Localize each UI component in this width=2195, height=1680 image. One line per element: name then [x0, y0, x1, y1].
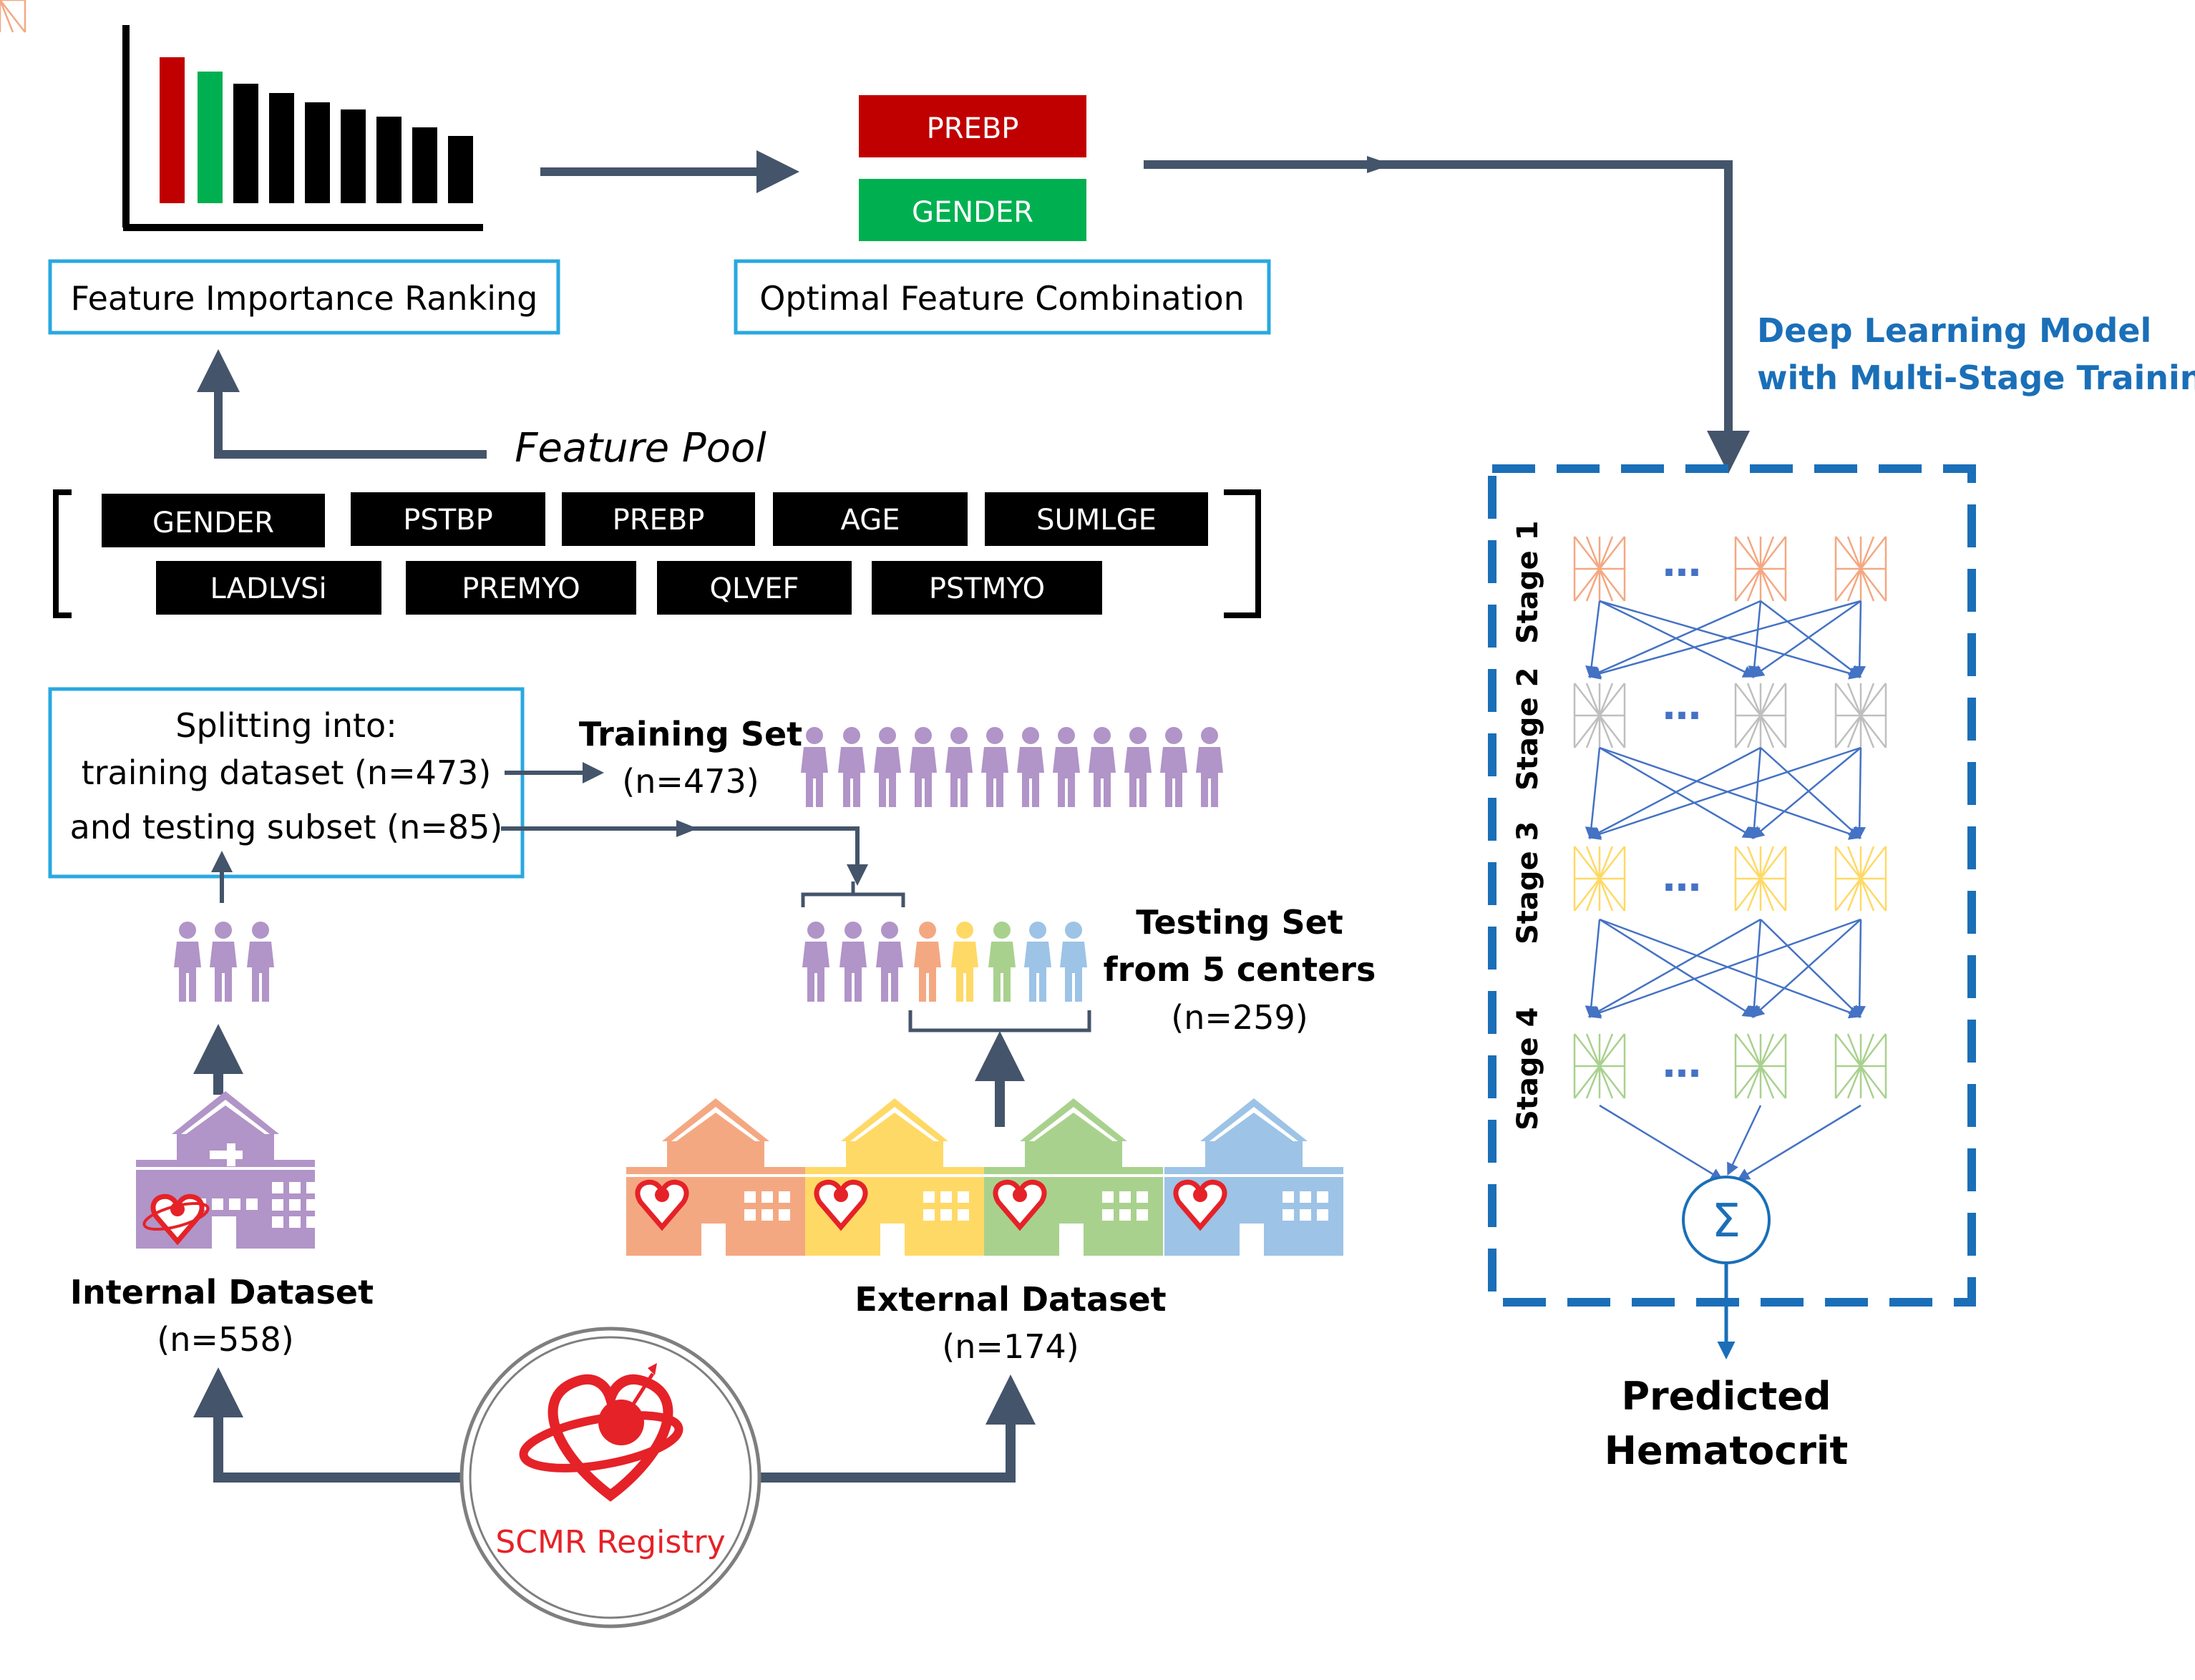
scmr-registry-label: SCMR Registry	[495, 1524, 725, 1561]
optimal-feature-prebp-label: PREBP	[927, 112, 1019, 145]
model-title-line1: Deep Learning Model	[1757, 311, 2151, 350]
stage-labels: Stage 1 Stage 2 Stage 3 Stage 4	[1512, 521, 1544, 1130]
pool-chip-gender: GENDER	[152, 507, 274, 539]
internal-people-icon	[174, 922, 274, 1002]
pool-chip-prebp: PREBP	[613, 504, 705, 537]
testing-set-line1: Testing Set	[1136, 903, 1343, 942]
stage-1-label: Stage 1	[1512, 521, 1544, 644]
model-dashed-frame	[1488, 464, 1976, 1307]
training-set-count: (n=473)	[622, 762, 759, 801]
pool-chip-pstbp: PSTBP	[403, 504, 493, 537]
optimal-combination-box: Optimal Feature Combination	[734, 259, 1271, 335]
stage-2-label: Stage 2	[1512, 668, 1544, 791]
testing-set-count: (n=259)	[1171, 998, 1308, 1037]
internal-dataset-title: Internal Dataset	[70, 1273, 374, 1312]
optimal-feature-gender-label: GENDER	[912, 196, 1033, 229]
arrow-optimal-to-model	[1144, 160, 1750, 474]
splitting-box: Splitting into: training dataset (n=473)…	[48, 687, 525, 879]
optimal-features: PREBP GENDER	[859, 95, 1086, 241]
testing-set-people-icon	[802, 922, 1087, 1002]
testing-subset-brace	[801, 881, 905, 907]
output-line2: Hematocrit	[1605, 1428, 1848, 1473]
pool-chip-age: AGE	[841, 504, 900, 537]
feature-pool-title: Feature Pool	[515, 425, 766, 472]
arrow-registry-to-external	[759, 1374, 1036, 1483]
stage-2-ellipsis: …	[1663, 683, 1701, 728]
splitting-line3: and testing subset (n=85)	[70, 808, 503, 846]
optimal-feature-prebp	[859, 95, 1086, 157]
training-set-title: Training Set	[579, 715, 802, 753]
pool-chip-sumlge: SUMLGE	[1036, 504, 1157, 537]
external-hospital-icons	[626, 1098, 1343, 1256]
rank-bar-green	[198, 72, 223, 203]
training-set-people-icon	[801, 727, 1223, 807]
external-people-brace	[908, 1010, 1091, 1032]
pool-chip-premyo: PREMYO	[462, 572, 580, 605]
arrow-registry-to-internal	[193, 1367, 465, 1483]
stage-3-label: Stage 3	[1512, 821, 1544, 944]
internal-hospital-icon	[136, 1091, 318, 1249]
arrow-pool-to-ranking	[197, 349, 487, 459]
stage-3-networks	[1573, 845, 1887, 912]
stage-4-networks	[1573, 1032, 1887, 1100]
feature-ranking-box: Feature Importance Ranking	[48, 259, 560, 335]
splitting-line1: Splitting into:	[175, 706, 396, 745]
stage-3-ellipsis: …	[1663, 855, 1701, 900]
sum-node: Σ	[1682, 1176, 1771, 1264]
rank-bar-red	[160, 57, 185, 203]
pool-chip-ladlvsi: LADLVSi	[210, 572, 326, 605]
arrow-to-testing-subset	[501, 826, 868, 886]
sum-symbol: Σ	[1712, 1195, 1741, 1248]
internal-dataset-count: (n=558)	[157, 1320, 293, 1359]
optimal-combination-label: Optimal Feature Combination	[759, 279, 1245, 318]
stage-4-ellipsis: …	[1663, 1041, 1701, 1086]
stage-2-networks	[1573, 682, 1887, 749]
ellipsis-markers: … … … …	[1663, 540, 1701, 1086]
model-title-line2: with Multi-Stage Training	[1757, 358, 2195, 397]
feature-pool-brackets	[53, 489, 1261, 618]
external-dataset-title: External Dataset	[855, 1280, 1166, 1319]
feature-pool-chips: GENDER PSTBP PREBP AGE SUMLGE LADLVSi PR…	[102, 492, 1208, 615]
splitting-line2: training dataset (n=473)	[82, 753, 492, 792]
stage-connections	[1585, 600, 1867, 1181]
feature-ranking-label: Feature Importance Ranking	[71, 279, 538, 318]
feature-ranking-chart-icon	[122, 25, 483, 231]
stage-1-ellipsis: …	[1663, 540, 1701, 585]
optimal-feature-gender	[859, 179, 1086, 241]
pool-chip-qlvef: QLVEF	[709, 572, 799, 605]
external-dataset-count: (n=174)	[942, 1327, 1079, 1366]
pool-chip-pstmyo: PSTMYO	[929, 572, 1045, 605]
output-line1: Predicted	[1621, 1374, 1831, 1419]
scmr-registry-logo: SCMR Registry	[459, 1327, 761, 1628]
stage-4-label: Stage 4	[1512, 1007, 1544, 1130]
testing-set-line2: from 5 centers	[1104, 950, 1376, 989]
